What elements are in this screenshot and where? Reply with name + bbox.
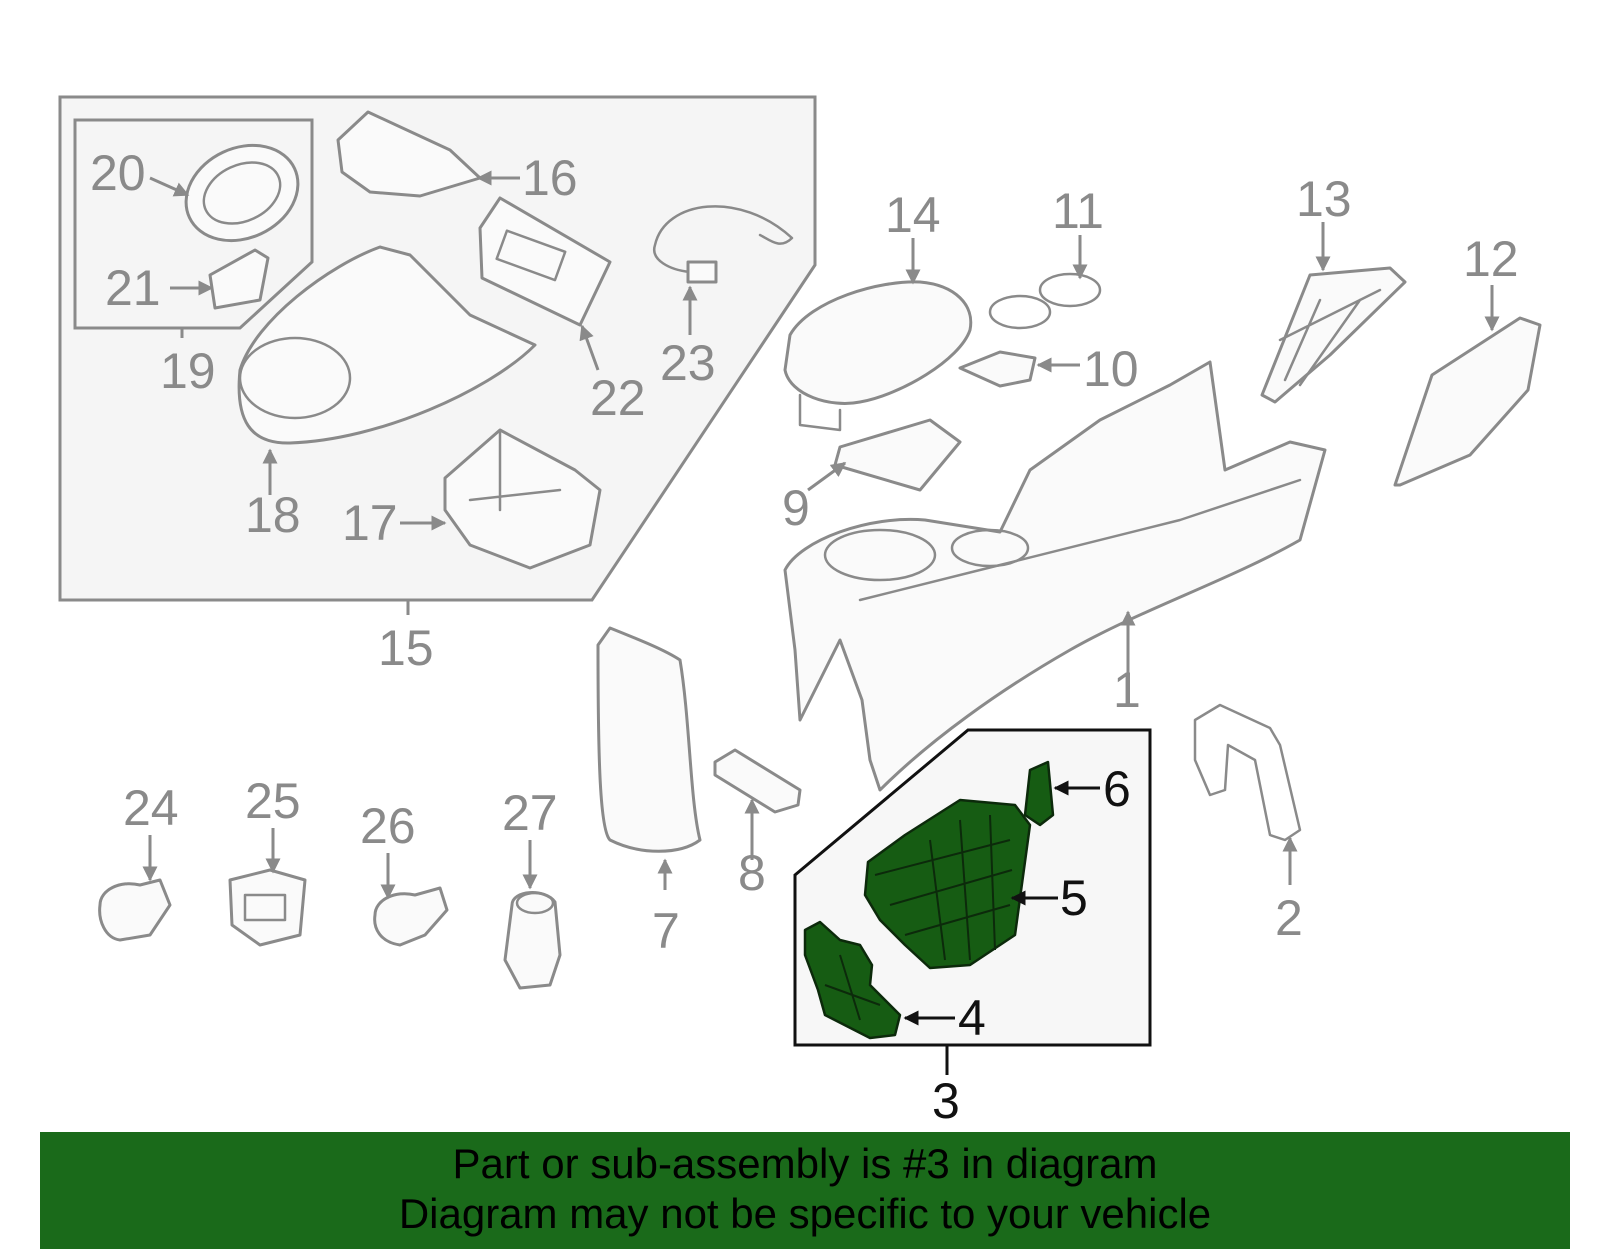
part-10-clip[interactable] [958,350,1037,388]
callout-4: 4 [958,990,986,1046]
part-17-tray[interactable] [443,428,602,570]
info-banner: Part or sub-assembly is #3 in diagram Di… [40,1132,1570,1249]
part-11-cup-rings[interactable] [988,272,1102,330]
callout-10: 10 [1083,341,1139,397]
callout-27: 27 [502,785,558,841]
part-4-bracket[interactable] [803,920,902,1040]
callout-11: 11 [1052,183,1104,239]
callout-22: 22 [590,370,646,426]
callout-14: 14 [885,187,941,243]
part-21-switch[interactable] [208,248,270,310]
part-2-bracket[interactable] [1193,703,1302,842]
part-7-cover[interactable] [596,626,702,853]
callout-6: 6 [1103,761,1131,817]
part-26-socket[interactable] [373,886,449,947]
callout-9: 9 [782,480,810,536]
callout-25: 25 [245,773,301,829]
part-24-socket[interactable] [98,878,172,942]
part-27-ignition[interactable] [503,891,562,990]
callout-16: 16 [522,150,578,206]
callout-12: 12 [1463,231,1519,287]
part-13-side-trim[interactable] [1260,266,1407,404]
part-23-wire-harness[interactable] [653,205,794,284]
callout-8: 8 [738,845,766,901]
leader-lines [142,170,1500,1075]
callout-19: 19 [160,343,216,399]
banner-line-1: Part or sub-assembly is #3 in diagram [452,1140,1158,1187]
callout-18: 18 [245,487,301,543]
part-14-armrest-lid[interactable] [783,280,973,432]
callout-5: 5 [1060,870,1088,926]
part-25-switch[interactable] [228,868,307,947]
callout-13: 13 [1296,171,1352,227]
callout-7: 7 [652,903,680,959]
callout-26: 26 [360,798,416,854]
callout-15: 15 [378,620,434,676]
callout-1: 1 [1113,662,1141,718]
part-6-clip[interactable] [1023,760,1055,827]
callout-20: 20 [90,145,146,201]
callout-21: 21 [105,260,161,316]
part-16-cover[interactable] [336,110,482,198]
part-9-mat[interactable] [833,418,962,492]
callout-23: 23 [660,335,716,391]
callout-3: 3 [932,1073,960,1129]
part-8-strip[interactable] [713,748,802,814]
callout-2: 2 [1275,890,1303,946]
part-18-console-upper[interactable] [237,245,537,445]
part-20-shift-bezel[interactable] [170,128,313,259]
part-12-side-panel[interactable] [1393,316,1542,487]
callout-17: 17 [342,495,398,551]
part-22-switch-panel[interactable] [478,196,612,327]
callout-24: 24 [123,780,179,836]
banner-line-2: Diagram may not be specific to your vehi… [398,1190,1212,1237]
part-1-main-console[interactable] [783,360,1327,792]
part-5-cup-holder[interactable] [863,798,1032,970]
